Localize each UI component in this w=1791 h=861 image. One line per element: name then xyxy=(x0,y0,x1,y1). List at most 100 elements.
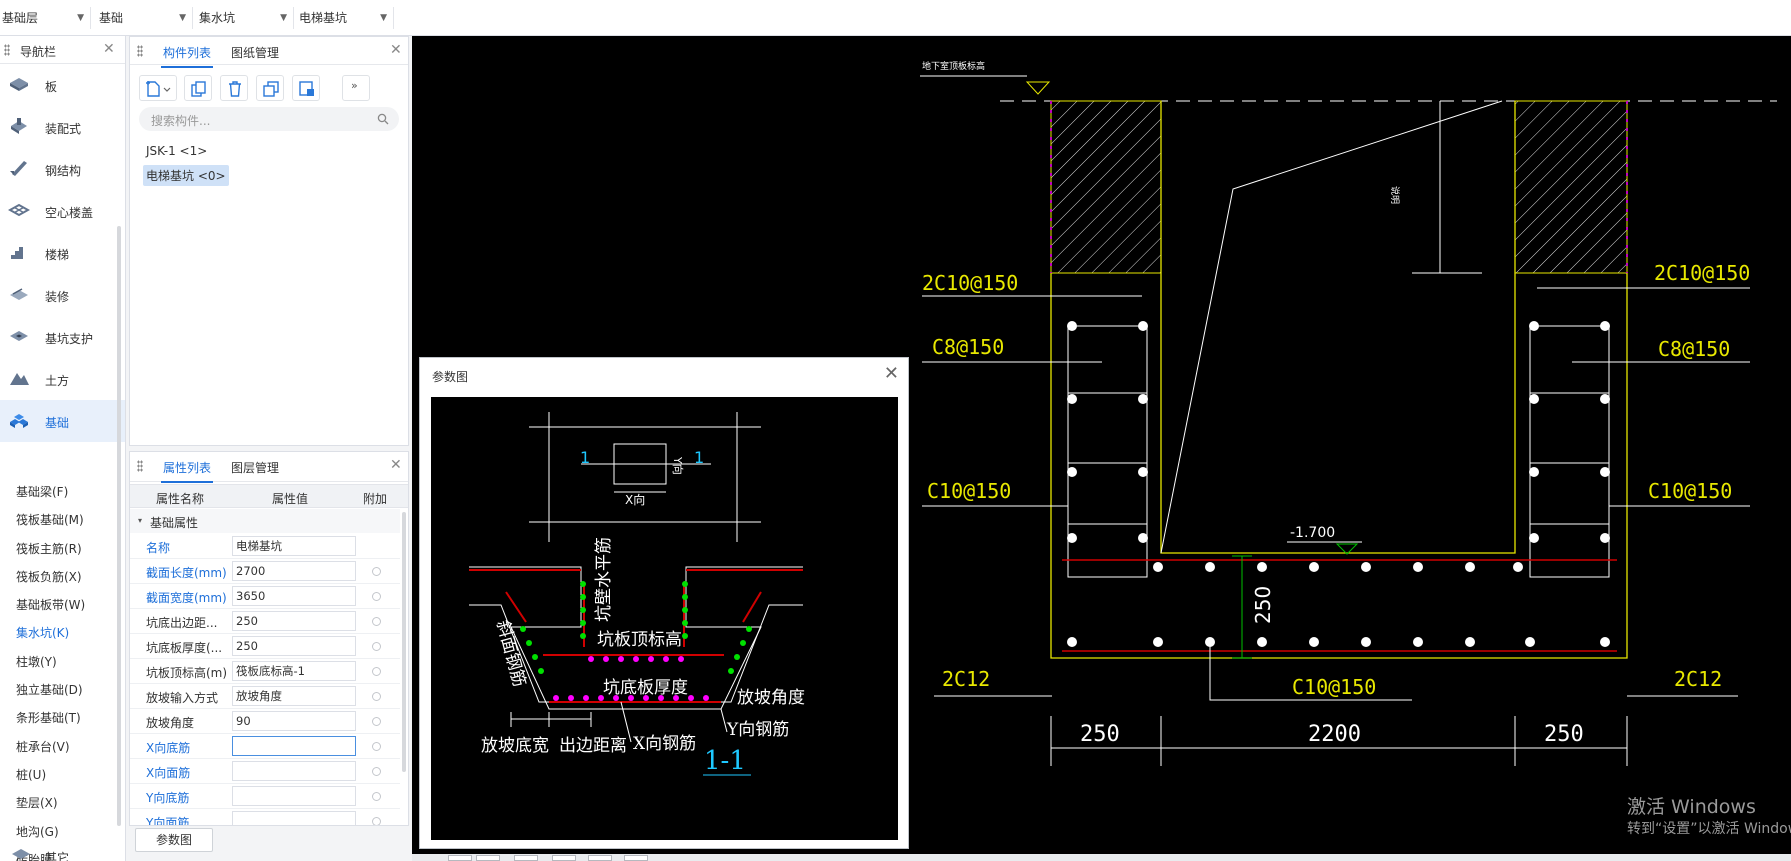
nav-subitem[interactable]: 基础板带(W) xyxy=(16,598,86,613)
property-value-field[interactable]: 放坡角度 xyxy=(232,686,356,706)
drag-handle-icon[interactable] xyxy=(137,45,143,57)
bottom-tool-button[interactable] xyxy=(514,855,538,861)
bottom-tool-button[interactable] xyxy=(552,855,576,861)
component-item[interactable]: JSK-1 <1> xyxy=(146,144,208,158)
tab-component-list[interactable]: 构件列表 xyxy=(160,46,214,68)
property-value-field[interactable]: 3650 xyxy=(232,586,356,606)
property-value-field[interactable]: 250 xyxy=(232,636,356,656)
attach-checkbox[interactable] xyxy=(372,742,381,751)
bottom-tool-button[interactable] xyxy=(624,855,648,861)
component-panel-header: 构件列表 图纸管理 ✕ xyxy=(130,37,408,68)
property-value-field[interactable]: 电梯基坑 xyxy=(232,536,356,556)
nav-category-prefab[interactable]: 装配式 xyxy=(0,106,125,148)
attach-checkbox[interactable] xyxy=(372,667,381,676)
settings-grid-icon xyxy=(299,81,314,96)
property-name: 截面长度(mm) xyxy=(146,566,227,580)
new-component-button[interactable] xyxy=(139,75,177,101)
drag-handle-icon[interactable] xyxy=(137,460,143,472)
nav-subitem[interactable]: 条形基础(T) xyxy=(16,711,81,726)
component-item-selected[interactable]: 电梯基坑 <0> xyxy=(143,165,229,186)
nav-subitem[interactable]: 基础梁(F) xyxy=(16,485,69,499)
component-select[interactable]: 电梯基坑▼ xyxy=(297,7,394,29)
nav-category-foundation[interactable]: 基础 xyxy=(0,400,125,442)
parameter-diagram-button[interactable]: 参数图 xyxy=(135,828,213,852)
tab-layer-management[interactable]: 图层管理 xyxy=(231,461,280,475)
nav-subitem[interactable]: 桩承台(V) xyxy=(16,739,70,754)
nav-category-hollow-floor[interactable]: 空心楼盖 xyxy=(0,190,125,232)
nav-subitem[interactable]: 筏板基础(M) xyxy=(16,513,84,528)
delete-component-button[interactable] xyxy=(220,75,248,101)
nav-subitem[interactable]: 砖胎膜 xyxy=(16,852,53,861)
section-dims xyxy=(510,701,728,743)
tab-property-list[interactable]: 属性列表 xyxy=(160,461,214,483)
attach-checkbox[interactable] xyxy=(372,792,381,801)
attach-checkbox[interactable] xyxy=(372,817,381,825)
close-icon[interactable]: ✕ xyxy=(390,42,402,58)
search-icon[interactable] xyxy=(377,113,389,125)
close-icon[interactable]: ✕ xyxy=(390,457,402,473)
property-value-field[interactable] xyxy=(232,761,356,781)
side-note: 说明 xyxy=(1389,186,1401,204)
parameter-diagram-image: 1 1 Y向 X向 xyxy=(431,397,898,840)
nav-subitem[interactable]: 独立基础(D) xyxy=(16,683,83,698)
attach-checkbox[interactable] xyxy=(372,717,381,726)
nav-scrollbar[interactable] xyxy=(117,226,121,826)
plan-x-label: X向 xyxy=(625,492,645,507)
attach-checkbox[interactable] xyxy=(372,767,381,776)
nav-header: 导航栏 ✕ xyxy=(0,36,125,64)
property-value-field[interactable]: 90 xyxy=(232,711,356,731)
section-title: 1-1 xyxy=(704,746,746,776)
property-value-field[interactable]: 2700 xyxy=(232,561,356,581)
nav-category-label: 钢结构 xyxy=(45,164,82,178)
component-search-input[interactable]: 搜索构件... xyxy=(139,107,399,131)
category-select[interactable]: 基础▼ xyxy=(97,7,193,29)
attach-checkbox[interactable] xyxy=(372,617,381,626)
property-value-field[interactable] xyxy=(232,811,356,825)
property-scrollbar[interactable] xyxy=(402,512,406,772)
attach-checkbox[interactable] xyxy=(372,592,381,601)
nav-category-decoration[interactable]: 装修 xyxy=(0,274,125,316)
attach-checkbox[interactable] xyxy=(372,567,381,576)
property-value-field[interactable]: 筏板底标高-1 xyxy=(232,661,356,681)
nav-subitem[interactable]: 桩(U) xyxy=(16,767,47,782)
nav-category-slab[interactable]: 板 xyxy=(0,64,125,106)
more-tools-button[interactable]: » xyxy=(342,75,370,101)
nav-subitem-partial[interactable]: 其它 xyxy=(0,841,117,861)
attach-checkbox[interactable] xyxy=(372,692,381,701)
bottom-tool-button[interactable] xyxy=(448,855,472,861)
attach-checkbox[interactable] xyxy=(372,642,381,651)
nav-subitem[interactable]: 柱墩(Y) xyxy=(16,654,57,669)
property-row: 名称电梯基坑 xyxy=(130,534,400,559)
nav-category-steel[interactable]: 钢结构 xyxy=(0,148,125,190)
tab-drawing-management[interactable]: 图纸管理 xyxy=(231,46,280,60)
close-icon[interactable]: ✕ xyxy=(883,363,899,384)
property-list-panel: 属性列表 图层管理 ✕ 属性名称 属性值 附加 ▾ 基础属性 名称电梯基坑 截面… xyxy=(129,451,409,826)
floor-select[interactable]: 基础层▼ xyxy=(0,7,91,29)
property-group-foundation[interactable]: ▾ 基础属性 xyxy=(130,509,400,533)
nav-category-pit-support[interactable]: 基坑支护 xyxy=(0,316,125,358)
nav-subitem[interactable]: 垫层(X) xyxy=(16,796,58,811)
nav-category-stairs[interactable]: 楼梯 xyxy=(0,232,125,274)
nav-category-earthwork[interactable]: 土方 xyxy=(0,358,125,400)
property-value-field-active[interactable] xyxy=(232,736,356,756)
type-select[interactable]: 集水坑▼ xyxy=(197,7,294,29)
duplicate-button[interactable] xyxy=(256,75,284,101)
drag-handle-icon[interactable] xyxy=(4,44,10,56)
chevron-down-icon: ▼ xyxy=(280,13,287,23)
y-bar-label: Y向钢筋 xyxy=(726,720,789,740)
elevation-marker-icon xyxy=(1025,81,1051,95)
section-green-dots xyxy=(520,581,752,674)
close-icon[interactable]: ✕ xyxy=(103,41,115,57)
property-value-field[interactable] xyxy=(232,786,356,806)
bottom-tool-button[interactable] xyxy=(476,855,500,861)
nav-subitem[interactable]: 筏板主筋(R) xyxy=(16,541,82,556)
layer-settings-button[interactable] xyxy=(292,75,320,101)
double-chevron-right-icon: » xyxy=(351,79,358,92)
property-value-field[interactable]: 250 xyxy=(232,611,356,631)
nav-subitem[interactable]: 筏板负筋(X) xyxy=(16,569,82,584)
copy-component-button[interactable] xyxy=(184,75,212,101)
nav-subitem-active[interactable]: 集水坑(K) xyxy=(16,626,70,641)
bottom-tool-button[interactable] xyxy=(588,855,612,861)
property-row: 坑底出边距...250 xyxy=(130,609,400,634)
nav-subitem[interactable]: 地沟(G) xyxy=(16,824,59,839)
